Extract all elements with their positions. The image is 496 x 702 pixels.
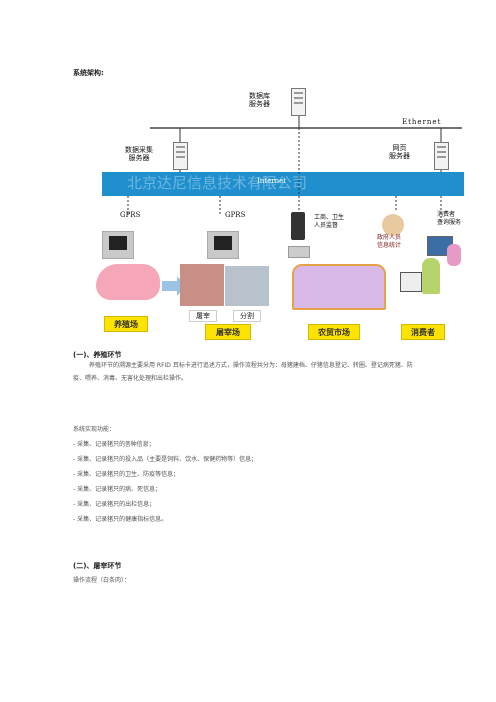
rfid-reader-left-icon bbox=[102, 231, 134, 259]
web-server-label: 网页 服务器 bbox=[389, 144, 410, 160]
internet-label: Internet bbox=[257, 177, 287, 185]
inspector-label: 工商、卫生 人员监督 bbox=[314, 214, 345, 229]
consumer-tag: 消费者 bbox=[401, 324, 445, 340]
feature-item: - 采集、记录猪只的出栏信息； bbox=[73, 501, 156, 508]
gov-staff-icon bbox=[382, 214, 404, 236]
db-server-icon bbox=[291, 88, 306, 116]
data-server-icon bbox=[173, 142, 188, 170]
section-title: 系统架构: bbox=[73, 69, 104, 77]
feature-item: - 采集、记录猪只的품种信息； bbox=[73, 441, 155, 448]
cutting-label: 分割 bbox=[233, 310, 261, 322]
gprs-right-label: GPRS bbox=[225, 211, 246, 219]
feature-item: - 采集、记录猪只的健康指标信息。 bbox=[73, 516, 168, 523]
feature-item: - 采集、记录猪只的病、死信息； bbox=[73, 486, 162, 493]
gov-staff-label: 政府人员 信息统计 bbox=[377, 234, 402, 249]
consumer-person-icon bbox=[447, 244, 461, 266]
printer-icon bbox=[288, 246, 310, 258]
web-server-icon bbox=[434, 142, 449, 170]
slaughter-photo bbox=[180, 264, 224, 306]
rfid-reader-right-icon bbox=[207, 231, 239, 259]
feature-item: - 采集、记录猪只的卫生、防疫等信息； bbox=[73, 471, 180, 478]
section2-title: (二)、屠宰环节 bbox=[73, 562, 122, 570]
section1-title: (一)、养殖环节 bbox=[73, 351, 122, 359]
ethernet-label: Ethernet bbox=[402, 118, 442, 126]
consumer-query-label: 消费者 查询服务 bbox=[437, 211, 462, 226]
farm-tag: 养殖场 bbox=[104, 316, 148, 332]
gprs-left-label: GPRS bbox=[120, 211, 141, 219]
slaughterhouse-tag: 屠宰场 bbox=[205, 324, 251, 340]
db-server-label: 数据库 服务器 bbox=[249, 92, 270, 108]
pig-icon bbox=[96, 264, 160, 300]
market-tag: 农贸市场 bbox=[308, 324, 360, 340]
watermark-text: 北京达尼信息技术有限公司 bbox=[127, 174, 308, 192]
data-server-label: 数据采集 服务器 bbox=[125, 146, 153, 162]
feature-item: - 采集、记录猪只的投入品（主要是饲料、饮水、保健药物等）信息； bbox=[73, 456, 258, 463]
cutting-photo bbox=[225, 266, 269, 306]
slaughter-label: 屠宰 bbox=[189, 310, 217, 322]
system-architecture-diagram: 数据库 服务器 Ethernet 数据采集 服务器 网页 服务器 Interne… bbox=[92, 86, 467, 340]
shopping-cart-icon bbox=[400, 272, 422, 292]
handheld-terminal-icon bbox=[291, 212, 305, 240]
market-building-icon bbox=[292, 264, 386, 310]
section1-paragraph: 养殖环节的溯源主要采用 RFID 耳标卡进行追述方式，操作流程共分为：母猪建档、… bbox=[73, 362, 413, 382]
features-title: 系统实现功能： bbox=[73, 426, 116, 433]
shopper-icon bbox=[422, 258, 440, 294]
section2-paragraph: 操作流程（白条肉）： bbox=[73, 577, 131, 584]
